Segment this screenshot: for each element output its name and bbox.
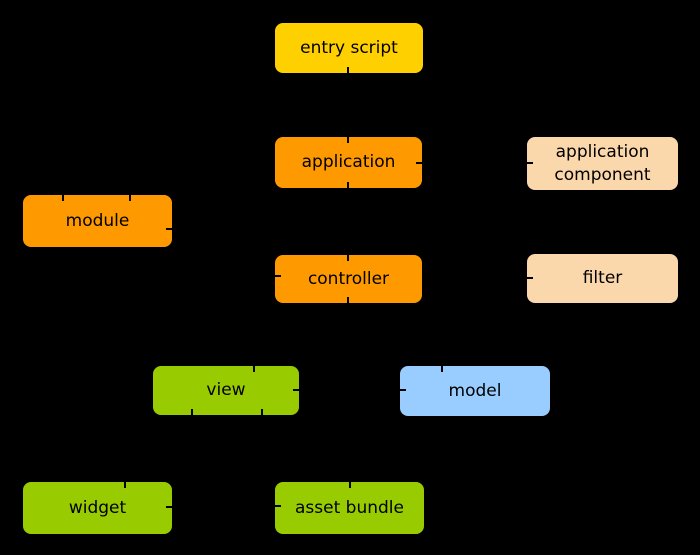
node-module: module	[23, 195, 172, 247]
node-application-component: application component	[527, 137, 678, 190]
connector-tip	[416, 162, 422, 164]
connector-tip	[441, 366, 443, 372]
connector-tip	[347, 67, 349, 73]
node-view-label: view	[206, 380, 246, 401]
connector-tip	[347, 255, 349, 261]
node-widget: widget	[23, 482, 172, 534]
connector-tip	[347, 137, 349, 143]
connector-tip	[166, 228, 172, 230]
connector-tip	[400, 389, 406, 391]
node-application: application	[275, 137, 422, 188]
connector-tip	[166, 506, 172, 508]
node-asset-bundle: asset bundle	[275, 482, 424, 534]
connector-tip	[347, 297, 349, 303]
connector-tip	[129, 195, 131, 201]
connector-tip	[191, 409, 193, 415]
node-entry-script: entry script	[275, 23, 423, 73]
connector-tip	[347, 182, 349, 188]
node-controller: controller	[275, 255, 422, 303]
node-filter: filter	[527, 254, 678, 303]
connector-tip	[293, 389, 299, 391]
connector-tip	[527, 162, 533, 164]
connector-tip	[349, 482, 351, 488]
node-view: view	[153, 366, 299, 415]
node-model: model	[400, 366, 550, 416]
connector-tip	[527, 277, 533, 279]
connector-tip	[253, 366, 255, 372]
connector-tip	[124, 482, 126, 488]
node-model-label: model	[448, 380, 502, 401]
node-application-component-label: application component	[554, 142, 651, 185]
connector-tip	[275, 275, 281, 277]
connector-tip	[275, 505, 281, 507]
node-entry-script-label: entry script	[300, 37, 398, 58]
node-widget-label: widget	[68, 497, 127, 518]
connector-tip	[261, 409, 263, 415]
node-filter-label: filter	[582, 268, 623, 289]
node-module-label: module	[65, 210, 130, 231]
node-controller-label: controller	[307, 268, 390, 289]
node-asset-bundle-label: asset bundle	[295, 497, 404, 518]
node-application-label: application	[301, 152, 396, 173]
connector-tip	[62, 195, 64, 201]
